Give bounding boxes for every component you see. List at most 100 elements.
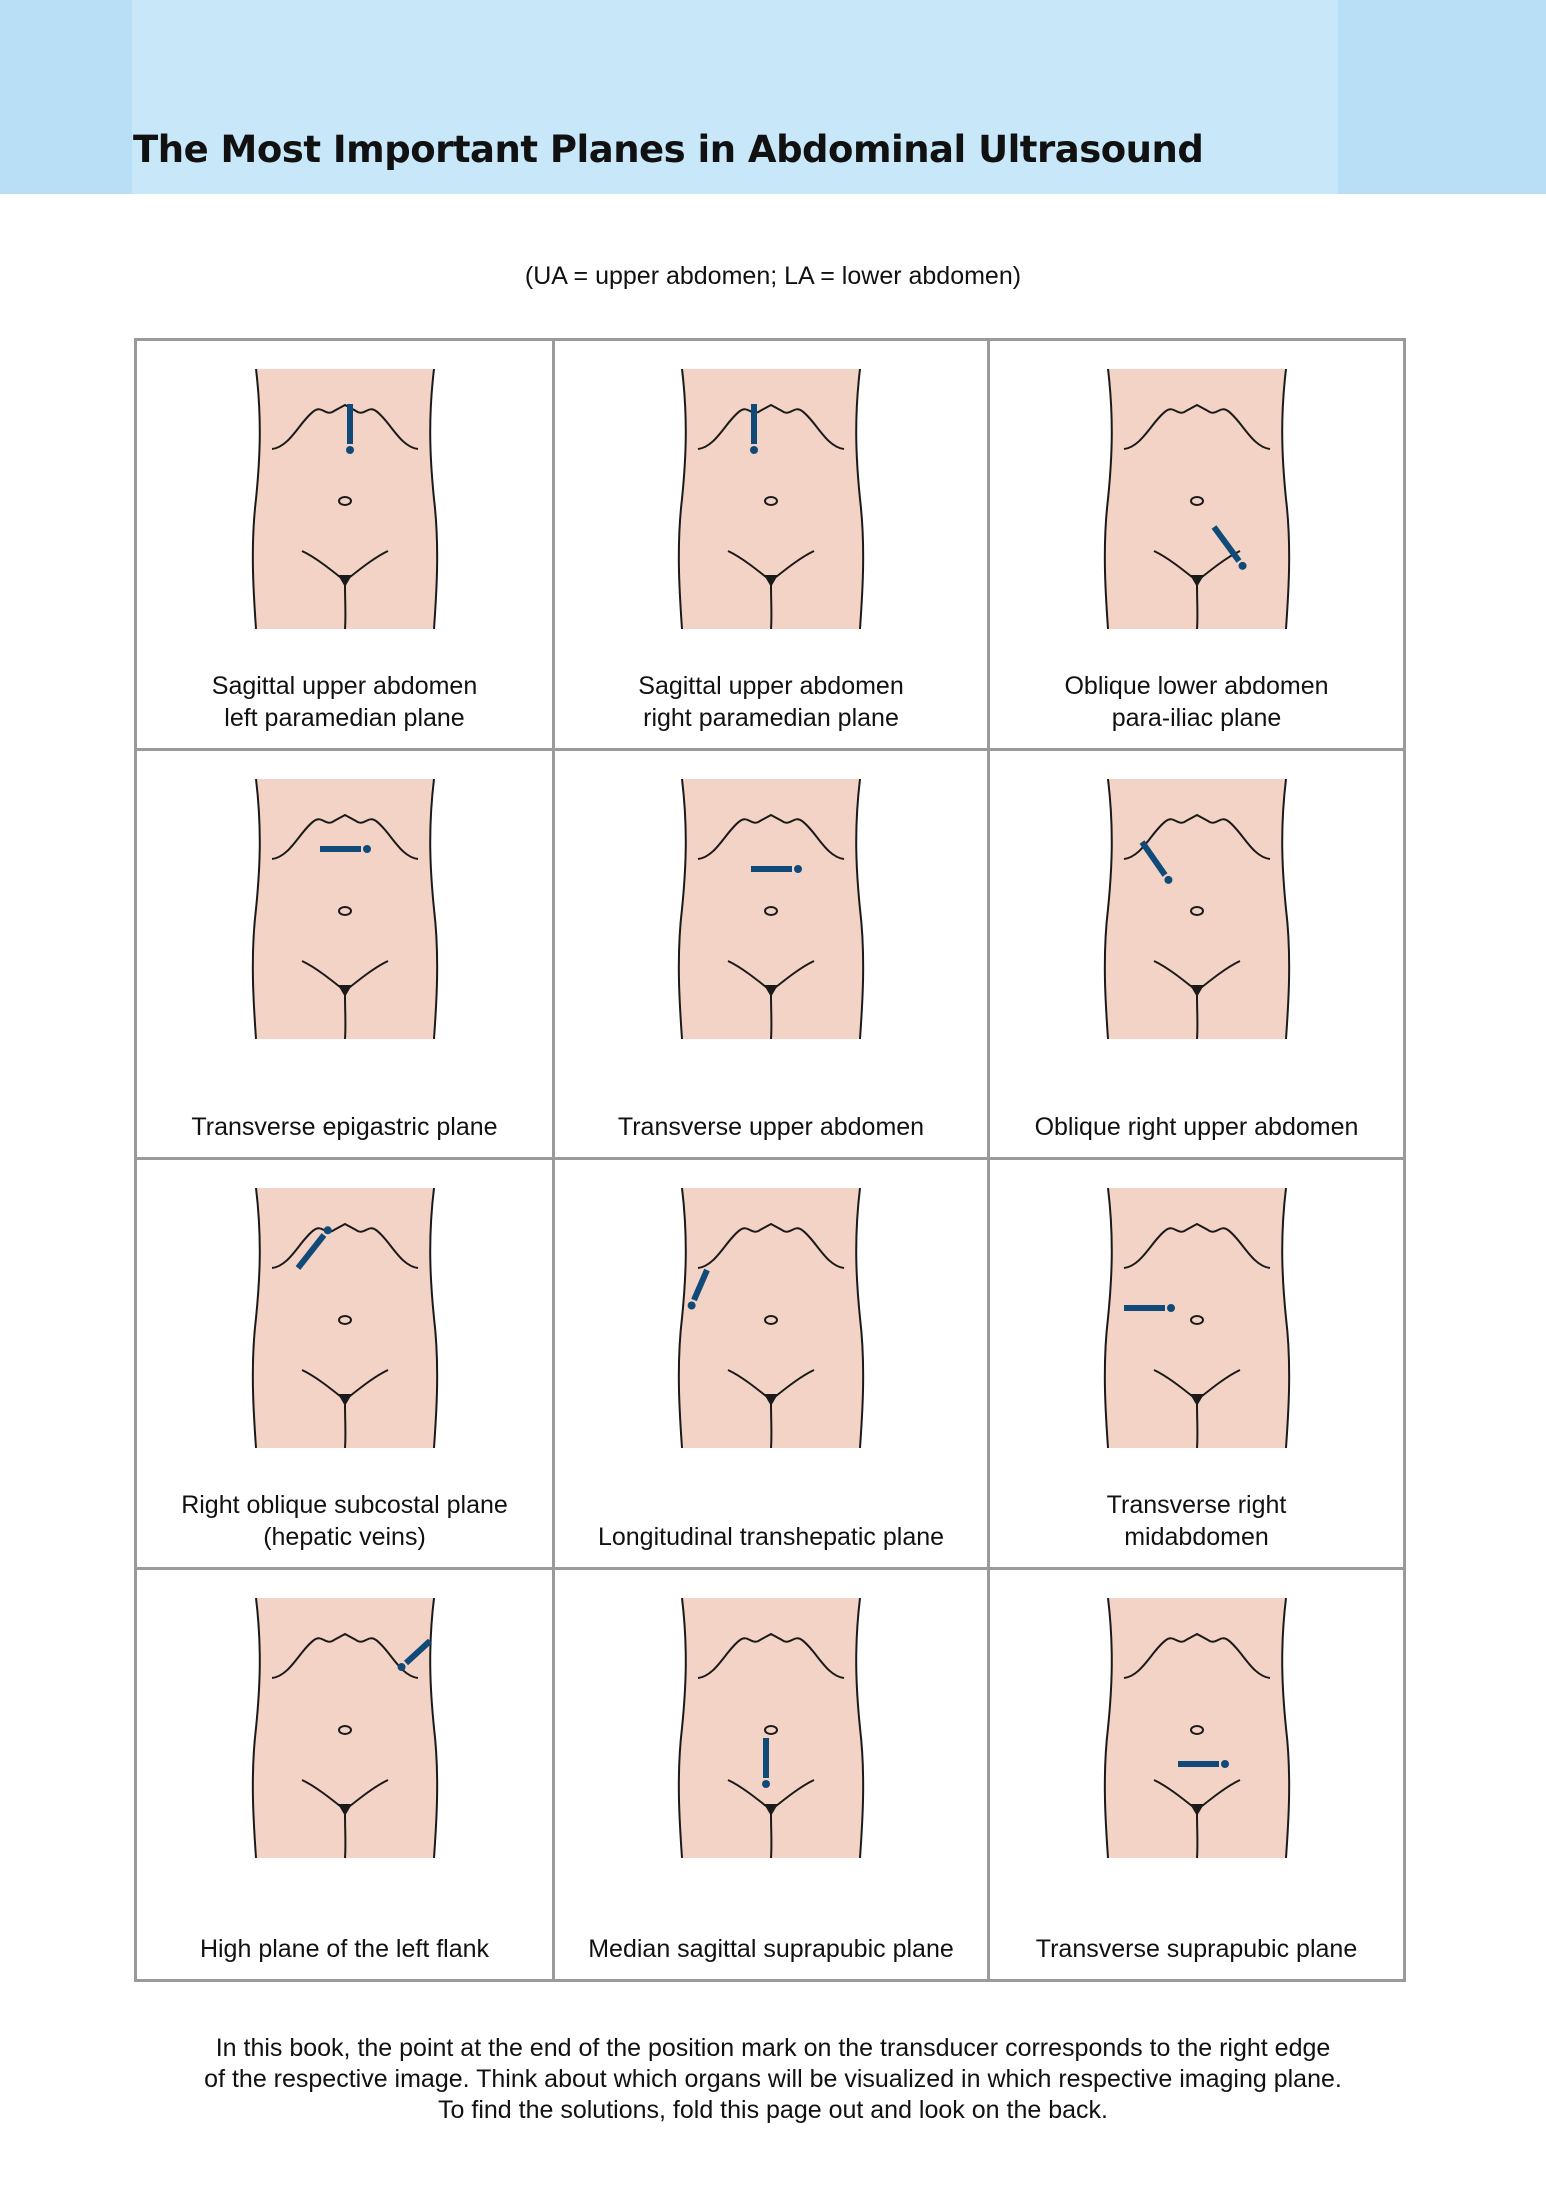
navel-icon [764,905,778,916]
pubic-mark [764,575,778,587]
costal-arch-outline [271,1632,418,1679]
torso-right-contour [1280,1597,1290,1858]
torso-right-contour [1280,369,1290,629]
torso-skin [678,1597,864,1858]
plane-caption-line: Longitudinal transhepatic plane [597,1522,945,1551]
position-mark-dot [1166,1304,1175,1312]
torso-skin [678,1188,864,1448]
pubic-mark [764,1394,778,1406]
plane-caption-line: right paramedian plane [643,703,899,732]
pubic-mark [1189,1394,1204,1406]
plane-caption: Longitudinal transhepatic plane [565,1521,977,1553]
costal-arch-outline [271,403,418,450]
torso-right-contour [855,369,865,629]
torso-right-contour [1280,1188,1290,1448]
plane-caption-line: High plane of the left flank [199,1935,490,1963]
torso-left-contour [677,778,687,1039]
pubic-mark [1189,575,1204,587]
planes-grid: Sagittal upper abdomen left paramedian pl… [134,338,1406,1982]
plane-cell: High plane of the left flank [137,1569,555,1979]
plane-cell: Oblique right upper abdomen [990,751,1403,1160]
plane-caption-line: Median sagittal suprapubic plane [588,1935,954,1963]
costal-arch-outline [1123,1222,1270,1269]
pubic-mark [337,1394,352,1406]
pubic-mark [764,984,778,997]
torso-diagram [677,778,865,1039]
costal-arch-outline [697,1222,845,1269]
navel-icon [337,496,352,506]
torso-right-contour [855,778,865,1039]
header-band-right-edge [1338,0,1546,194]
torso-diagram [1103,369,1290,629]
position-mark-dot [362,844,371,853]
transducer-icon [1139,839,1167,877]
plane-caption: Sagittal upper abdomen right paramedian p… [565,670,977,734]
navel-icon [337,905,352,916]
torso-right-contour [428,1188,438,1448]
costal-arch-outline [271,1222,418,1269]
costal-arch-outline [1123,813,1270,860]
header-band-left-edge [0,0,132,194]
footnote-line: In this book, the point at the end of th… [215,2034,1331,2062]
pubic-mark [1189,1803,1204,1816]
torso-skin [252,1597,437,1858]
torso-left-contour [251,1188,261,1448]
torso-left-contour [677,1188,687,1448]
navel-icon [337,1724,352,1735]
torso-diagram [251,778,438,1039]
torso-skin [678,778,864,1039]
position-mark-dot [762,1779,770,1788]
plane-caption-line: Sagittal upper abdomen [638,671,904,700]
plane-caption-line: Transverse suprapubic plane [1035,1935,1358,1963]
position-mark-dot [1163,875,1172,884]
plane-caption-line: Right oblique subcostal plane [181,1490,508,1519]
torso-diagram [1103,778,1290,1039]
torso-skin [252,369,437,629]
plane-cell: Sagittal upper abdomen right paramedian p… [555,341,990,751]
torso-right-contour [428,1597,438,1858]
position-mark-dot [794,864,802,873]
footnote: In this book, the point at the end of th… [0,2033,1546,2126]
torso-left-contour [1103,369,1113,629]
plane-caption-line: Oblique lower abdomen [1064,671,1329,700]
torso-diagram [251,1188,438,1448]
torso-skin [1104,1188,1289,1448]
position-mark-dot [750,446,758,454]
torso-left-contour [1103,1188,1113,1448]
torso-diagram [677,369,865,629]
torso-left-contour [677,1597,687,1858]
torso-right-contour [855,1188,865,1448]
navel-icon [764,1315,778,1325]
transducer-icon [295,1233,326,1270]
torso-left-contour [251,1597,261,1858]
costal-arch-outline [697,1632,845,1679]
navel-icon [1189,905,1204,916]
costal-arch-outline [271,813,418,860]
header-band [0,0,1546,194]
costal-arch-outline [697,403,845,450]
torso-right-contour [428,369,438,629]
position-mark-dot [345,446,354,454]
torso-skin [1104,778,1289,1039]
pubic-mark [337,575,352,587]
navel-icon [1189,1724,1204,1735]
transducer-icon [403,1638,432,1665]
navel-icon [1189,496,1204,506]
torso-skin [678,369,864,629]
torso-right-contour [428,778,438,1039]
torso-left-contour [1103,778,1113,1039]
plane-caption: Transverse suprapubic plane [1000,1933,1393,1965]
costal-arch-outline [1123,1632,1270,1679]
torso-diagram [677,1597,865,1858]
plane-caption-line: left paramedian plane [224,703,465,732]
position-mark-dot [323,1226,332,1235]
transducer-icon [691,1268,710,1302]
plane-cell: Transverse epigastric plane [137,750,555,1160]
torso-diagram [1103,1597,1290,1858]
torso-skin [252,778,437,1039]
torso-diagram [677,1188,865,1448]
plane-caption: Median sagittal suprapubic plane [565,1933,977,1965]
